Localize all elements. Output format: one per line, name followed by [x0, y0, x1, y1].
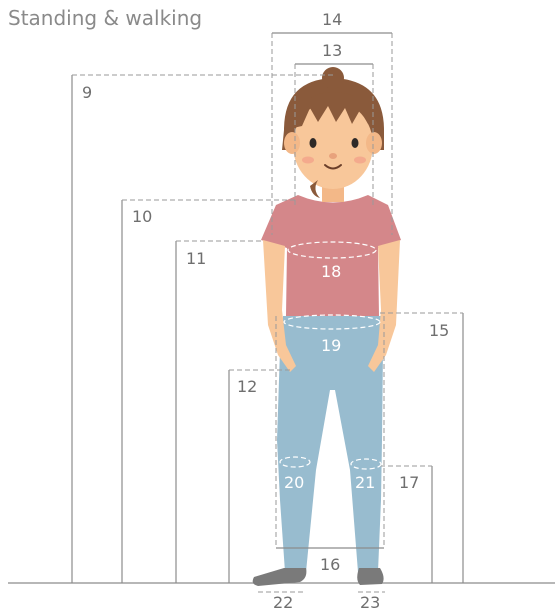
label-10: 10	[132, 207, 152, 226]
label-15: 15	[429, 321, 449, 340]
label-20: 20	[284, 473, 304, 492]
label-9: 9	[82, 83, 92, 102]
label-21: 21	[355, 473, 375, 492]
label-23: 23	[360, 593, 380, 610]
left-cheek	[302, 157, 314, 164]
right-shoe	[357, 568, 383, 585]
label-16: 16	[320, 555, 340, 574]
child-figure	[253, 67, 401, 586]
label-11: 11	[186, 249, 206, 268]
label-17: 17	[399, 473, 419, 492]
label-14: 14	[322, 10, 342, 29]
label-22: 22	[273, 593, 293, 610]
label-18: 18	[321, 262, 341, 281]
right-eye	[352, 138, 359, 148]
left-ear	[284, 132, 300, 154]
left-eye	[310, 138, 317, 148]
label-12: 12	[237, 377, 257, 396]
right-ear	[366, 132, 382, 154]
hair-bun	[322, 67, 344, 89]
nose	[329, 153, 337, 159]
label-13: 13	[322, 41, 342, 60]
label-19: 19	[321, 336, 341, 355]
right-cheek	[354, 157, 366, 164]
